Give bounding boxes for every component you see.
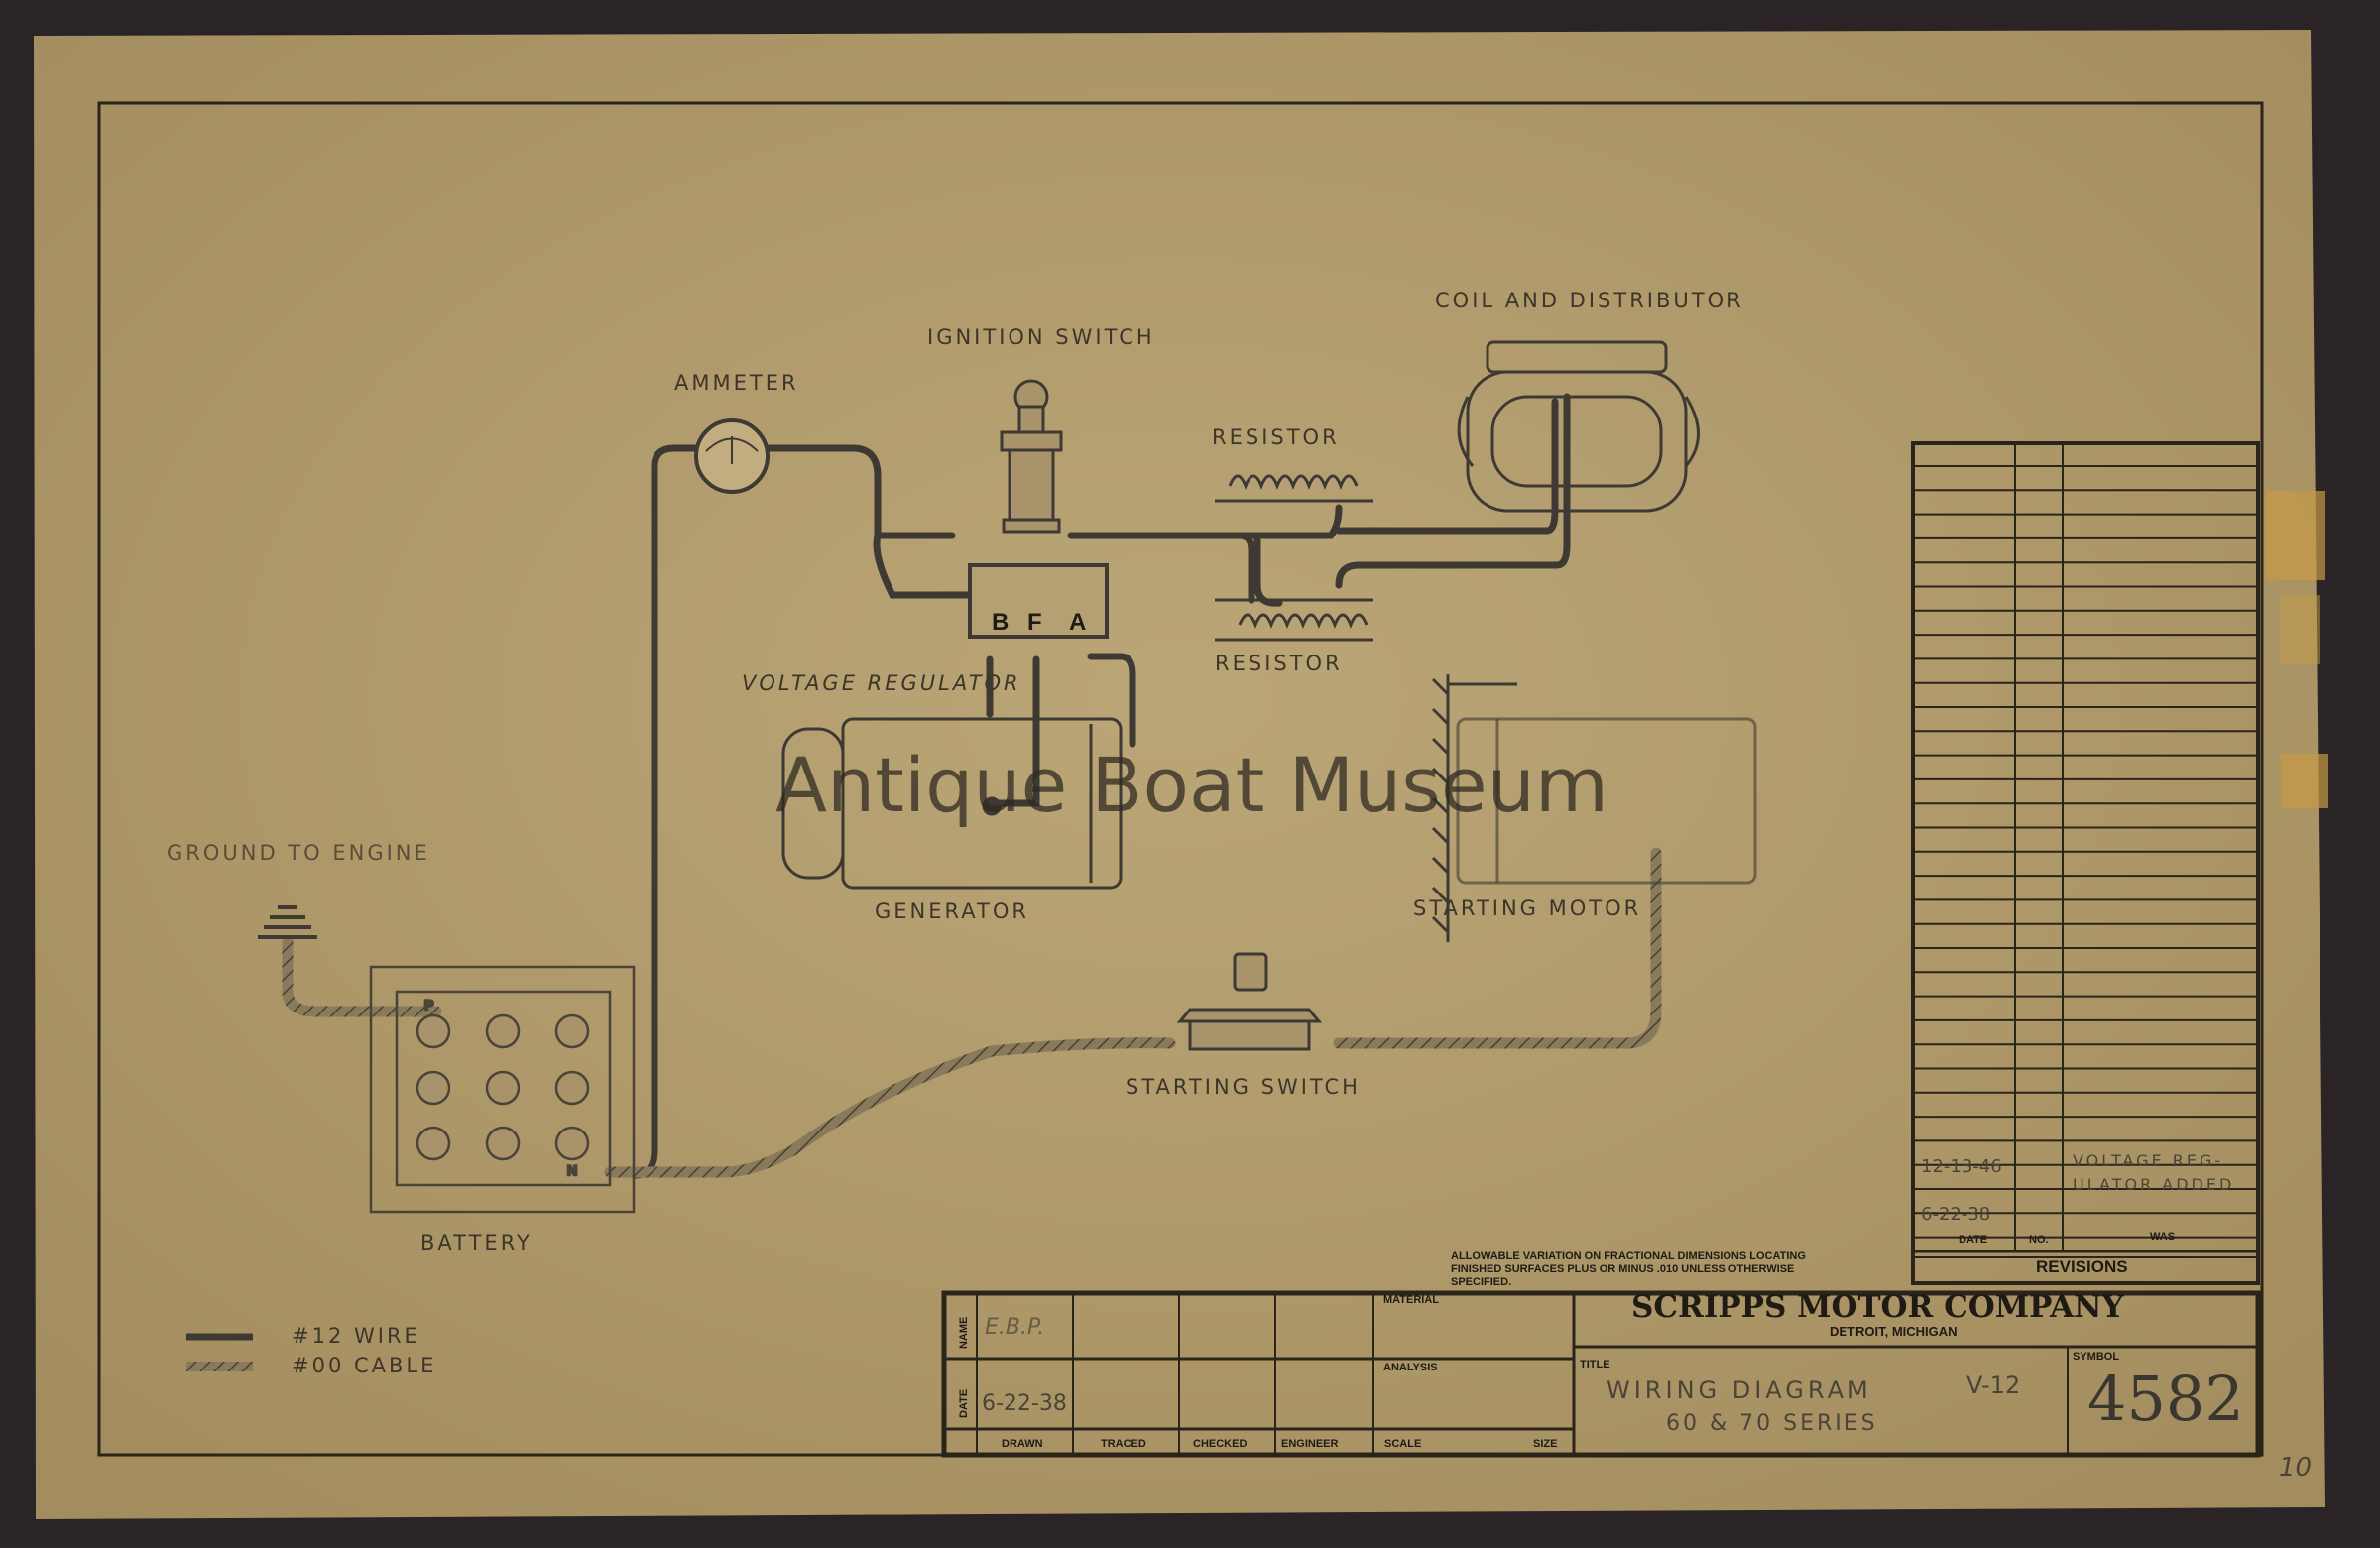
rev-header-was: WAS — [2150, 1231, 2175, 1243]
title-label: TITLE — [1580, 1359, 1610, 1370]
label-starting-motor: STARTING MOTOR — [1413, 896, 1641, 920]
terminal-n: N — [567, 1162, 577, 1178]
revisions-title: REVISIONS — [2036, 1257, 2128, 1276]
rev-header-date: DATE — [1959, 1234, 1987, 1246]
rev-date-1: 12-13-46 — [1921, 1156, 2002, 1177]
legend-wire: #12 WIRE — [292, 1324, 420, 1348]
watermark: Antique Boat Museum — [775, 741, 1608, 829]
label-ammeter: AMMETER — [674, 371, 799, 395]
symbol-label: SYMBOL — [2073, 1351, 2119, 1363]
drawn-date: 6-22-38 — [982, 1391, 1067, 1416]
page-mark: 10 — [2279, 1453, 2312, 1483]
label-ground: GROUND TO ENGINE — [167, 841, 430, 865]
rev-header-no: NO. — [2029, 1234, 2049, 1246]
col-traced: TRACED — [1101, 1438, 1146, 1450]
label-coil-distributor: COIL AND DISTRIBUTOR — [1435, 289, 1744, 312]
label-ignition-switch: IGNITION SWITCH — [927, 325, 1155, 349]
symbol-number: 4582 — [2087, 1363, 2244, 1435]
svg-text:SPECIFIED.: SPECIFIED. — [1451, 1276, 1511, 1288]
rev-was-1: VOLTAGE REG- — [2073, 1151, 2223, 1170]
resistors — [1215, 474, 1373, 642]
label-resistor-top: RESISTOR — [1212, 425, 1340, 449]
battery: P N — [369, 965, 636, 1214]
label-starting-switch: STARTING SWITCH — [1126, 1075, 1361, 1099]
terminal-a: A — [1069, 609, 1086, 636]
material-label: MATERIAL — [1383, 1294, 1439, 1306]
rev-date-2: 6-22-38 — [1921, 1204, 1990, 1225]
drawing-model: V-12 — [1966, 1371, 2020, 1399]
terminal-f: F — [1027, 609, 1042, 636]
col-checked: CHECKED — [1193, 1438, 1247, 1450]
date-label: DATE — [958, 1389, 970, 1418]
ignition-switch — [1000, 379, 1063, 534]
ground-symbol — [258, 905, 317, 939]
tape — [2281, 595, 2320, 664]
starting-motor — [1431, 674, 1757, 942]
col-scale: SCALE — [1384, 1438, 1421, 1450]
paper-sheet — [34, 30, 2325, 1519]
svg-text:FINISHED SURFACES PLUS OR MINU: FINISHED SURFACES PLUS OR MINUS .010 UNL… — [1451, 1263, 1794, 1275]
rev-was-2: ULATOR ADDED — [2073, 1175, 2234, 1194]
tape — [2266, 491, 2325, 580]
terminal-b: B — [992, 609, 1009, 636]
drawing-title: WIRING DIAGRAM — [1606, 1376, 1872, 1404]
title-block — [941, 1290, 2261, 1458]
terminal-p: P — [424, 997, 433, 1012]
tolerance-note: ALLOWABLE VARIATION ON FRACTIONAL DIMENS… — [1451, 1250, 1806, 1288]
legend: #12 WIRE #00 CABLE — [186, 1324, 436, 1377]
label-battery: BATTERY — [420, 1231, 533, 1254]
cables — [282, 847, 1662, 1178]
company-name: SCRIPPS MOTOR COMPANY — [1631, 1289, 2125, 1325]
label-generator: GENERATOR — [875, 899, 1029, 923]
revisions-table — [1911, 441, 2260, 1285]
label-resistor-bottom: RESISTOR — [1215, 652, 1343, 675]
generator — [781, 717, 1123, 890]
drawing-series: 60 & 70 SERIES — [1666, 1411, 1878, 1436]
drawn-name: E.B.P. — [985, 1315, 1044, 1340]
starting-switch — [1176, 952, 1323, 1051]
col-drawn: DRAWN — [1002, 1438, 1043, 1450]
analysis-label: ANALYSIS — [1383, 1362, 1438, 1373]
coil-distributor — [1457, 340, 1700, 513]
col-size: SIZE — [1533, 1438, 1557, 1450]
voltage-regulator: B F A — [968, 563, 1109, 639]
svg-text:ALLOWABLE VARIATION ON FRACTIO: ALLOWABLE VARIATION ON FRACTIONAL DIMENS… — [1451, 1250, 1806, 1262]
name-label: NAME — [958, 1317, 970, 1349]
tape — [2281, 754, 2328, 808]
legend-cable: #00 CABLE — [292, 1354, 436, 1377]
label-voltage-regulator: VOLTAGE REGULATOR — [742, 671, 1021, 695]
ammeter — [694, 418, 770, 494]
company-location: DETROIT, MICHIGAN — [1830, 1324, 1958, 1339]
col-engineer: ENGINEER — [1281, 1438, 1339, 1450]
